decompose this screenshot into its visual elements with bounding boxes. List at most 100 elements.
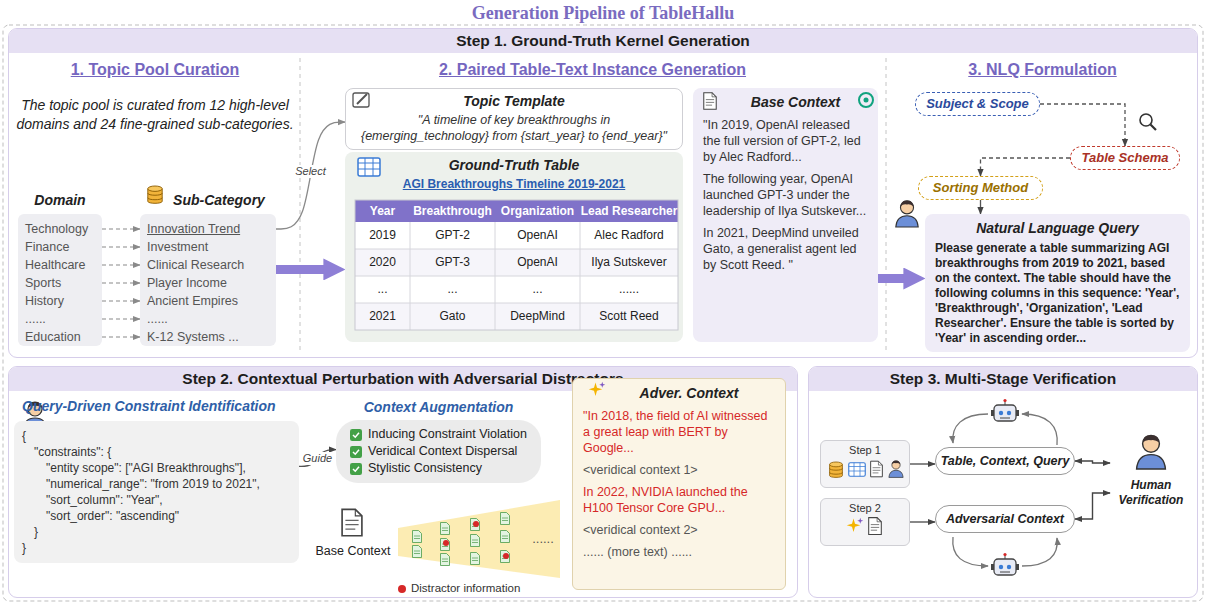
domain-list: DomainTechnologyFinanceHealthcareSportsH… bbox=[18, 214, 102, 346]
section-heading: 3. NLQ Formulation bbox=[890, 60, 1195, 80]
connector bbox=[981, 158, 1071, 176]
subcategory-item: Investment bbox=[140, 238, 276, 256]
context-fan bbox=[441, 539, 450, 551]
context-fan bbox=[503, 553, 509, 559]
node-icon bbox=[355, 303, 678, 330]
node-icon bbox=[859, 93, 873, 107]
connector bbox=[299, 450, 336, 467]
node-icon bbox=[573, 379, 574, 380]
constraint-pill: Sorting Method bbox=[918, 176, 1043, 200]
node-heading: Adversarial Context bbox=[940, 511, 1070, 527]
step-ref-box: Step 2 bbox=[820, 498, 910, 546]
node-text: In 2022, NVIDIA launched the H100 Tensor… bbox=[583, 484, 775, 516]
node-heading: Technology bbox=[18, 220, 102, 238]
connector bbox=[910, 521, 935, 522]
connector bbox=[1075, 461, 1110, 463]
legend-swatch bbox=[398, 585, 406, 593]
node-icon bbox=[1137, 435, 1166, 469]
subcategory-list: Sub-CategoryInnovation TrendInvestmentCl… bbox=[140, 214, 276, 346]
node-text: } bbox=[14, 524, 299, 540]
connector bbox=[102, 282, 140, 283]
domain-item: Finance bbox=[18, 238, 102, 256]
node-icon bbox=[345, 152, 346, 153]
node-icon bbox=[889, 461, 903, 478]
node-heading: Ground-Truth Table bbox=[355, 156, 673, 174]
context-fan bbox=[501, 531, 510, 543]
context-fan bbox=[413, 531, 422, 543]
node-icon bbox=[353, 93, 369, 107]
node-icon bbox=[355, 222, 678, 330]
node-heading: Step 1. Ground-Truth Kernel Generation bbox=[9, 29, 1197, 53]
node-heading: Sorting Method bbox=[923, 180, 1038, 196]
step-panel: Step 3. Multi-Stage VerificationStep 1St… bbox=[808, 366, 1198, 598]
context-fan bbox=[471, 535, 480, 547]
node-heading: Education bbox=[18, 328, 102, 346]
node-text: "entity scope": ["AGI Breakthroughs"], bbox=[14, 460, 299, 476]
node-icon bbox=[704, 93, 873, 110]
node-text: "sort_column": "Year", bbox=[14, 492, 299, 508]
context-fan bbox=[501, 551, 510, 563]
robot-verifier bbox=[1022, 538, 1057, 566]
separator bbox=[300, 58, 886, 352]
node-heading: Investment bbox=[140, 238, 276, 256]
node-text: "A timeline of key breakthroughs in {eme… bbox=[356, 112, 672, 144]
node-heading: Subject & Scope bbox=[920, 96, 1035, 112]
outer-border bbox=[3, 25, 1203, 601]
connector bbox=[1075, 493, 1110, 519]
node-text: Please generate a table summarizing AGI … bbox=[935, 241, 1180, 346]
connector bbox=[102, 318, 140, 319]
node-icon bbox=[821, 441, 822, 442]
node-heading: Player Income bbox=[140, 274, 276, 292]
node-heading: Table Schema bbox=[1075, 150, 1175, 166]
node-heading: Step 2 bbox=[821, 499, 909, 515]
node-icon bbox=[353, 93, 369, 107]
context-fan bbox=[398, 500, 560, 578]
node-icon bbox=[355, 200, 678, 222]
flow-arrow bbox=[878, 274, 910, 283]
node-icon bbox=[847, 518, 864, 532]
context-fan bbox=[443, 540, 449, 546]
node-text: The following year, OpenAI launched GPT-… bbox=[703, 171, 868, 219]
node-heading: Base Context bbox=[703, 93, 868, 111]
person-icon bbox=[896, 201, 918, 227]
adversarial-context: Adver. Context"In 2018, the field of AI … bbox=[572, 378, 786, 590]
domain-item: History bbox=[18, 292, 102, 310]
node-heading: ...... bbox=[18, 310, 102, 328]
node-heading: Human Verification bbox=[1110, 428, 1192, 508]
edge-label: Select bbox=[293, 165, 328, 178]
node-icon bbox=[358, 158, 380, 176]
node-text: ...... (more text) ...... bbox=[583, 544, 775, 560]
node-heading: K-12 Systems ... bbox=[140, 328, 276, 346]
section-note: The topic pool is curated from 12 high-l… bbox=[14, 96, 296, 134]
node-heading: Sub-Category bbox=[140, 192, 276, 208]
node-heading: Finance bbox=[18, 238, 102, 256]
node-icon bbox=[871, 461, 883, 477]
node-icon bbox=[23, 402, 47, 430]
subcategory-item: K-12 Systems ... bbox=[140, 328, 276, 346]
node-heading: History bbox=[18, 292, 102, 310]
node-heading: Adver. Context bbox=[583, 384, 775, 402]
template-box: Topic Template"A timeline of key breakth… bbox=[345, 88, 683, 150]
node-icon bbox=[357, 94, 367, 104]
node-icon bbox=[1137, 435, 1166, 469]
robot-verifier bbox=[1022, 414, 1057, 445]
query-box: Natural Language QueryPlease generate a … bbox=[925, 214, 1190, 352]
node-heading: Sports bbox=[18, 274, 102, 292]
database-icon bbox=[148, 186, 162, 203]
context-fan bbox=[441, 523, 450, 535]
connector bbox=[102, 336, 140, 337]
connector bbox=[276, 122, 345, 229]
node-icon bbox=[342, 509, 362, 535]
context-fan bbox=[441, 554, 450, 566]
step-ref-box: Step 1 bbox=[820, 440, 910, 488]
domain-item: Healthcare bbox=[18, 256, 102, 274]
subcategory-item: Ancient Empires bbox=[140, 292, 276, 310]
node-icon bbox=[589, 382, 606, 396]
subcategory-item: ...... bbox=[140, 310, 276, 328]
node-text: { bbox=[14, 421, 299, 444]
outer-border bbox=[3, 25, 1203, 601]
node-text: AGI Breakthroughs Timeline 2019-2021 bbox=[355, 177, 673, 191]
diagram-title: Generation Pipeline of TableHallu bbox=[0, 2, 1206, 24]
subcategory-item: Innovation Trend bbox=[140, 220, 276, 238]
